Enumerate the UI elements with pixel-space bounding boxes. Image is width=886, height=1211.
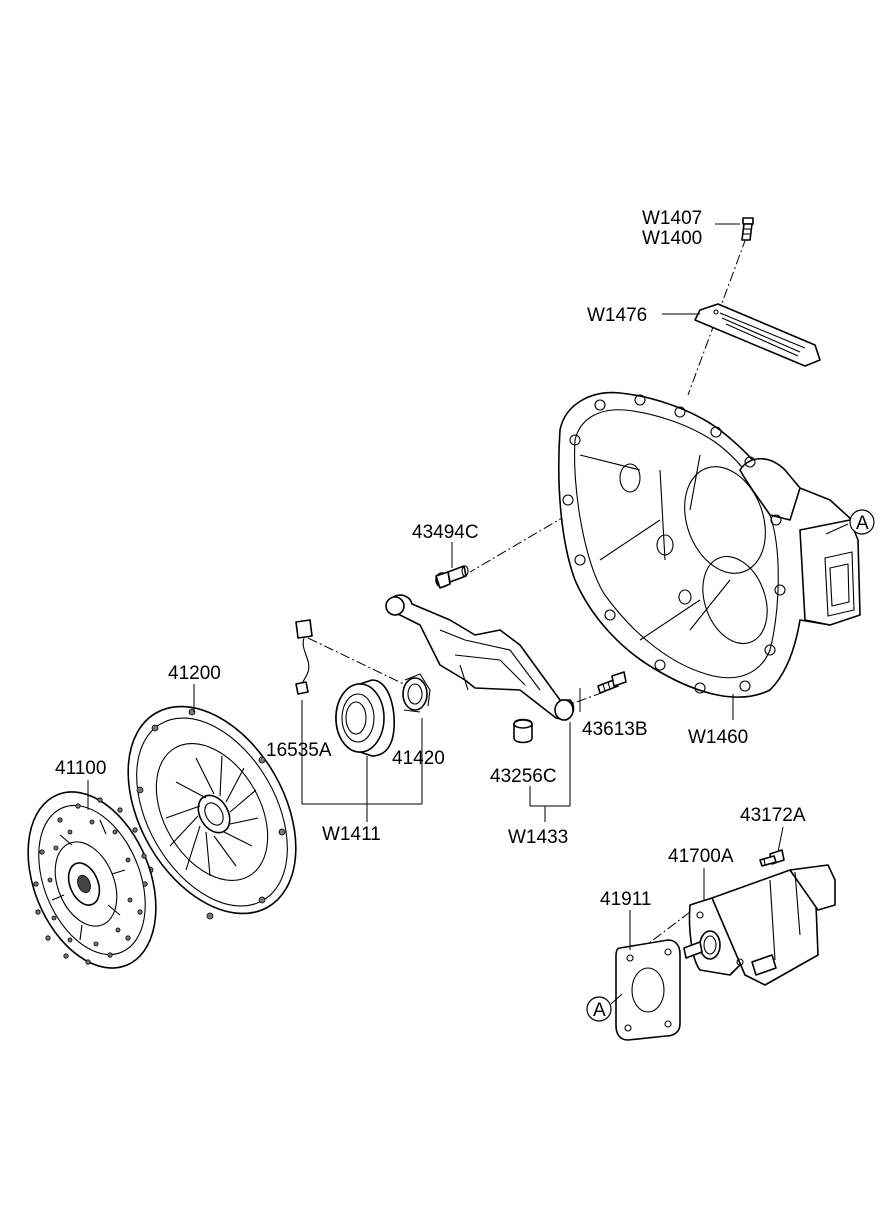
pivot-pin-43494c-part [435,565,469,589]
label-43494c: 43494C [412,522,479,543]
label-41420: 41420 [392,748,445,769]
reference-label-a-top: A [856,513,869,534]
label-w1411: W1411 [322,824,381,845]
label-43172a: 43172A [740,805,806,826]
clutch-switch-16535a-part [295,619,313,695]
clutch-housing-w1460-part [557,391,861,698]
label-43613b: 43613B [582,719,648,740]
bolt-43613b-part [597,671,627,694]
reference-circle-bottom [586,996,612,1022]
label-41200: 41200 [168,663,221,684]
label-w1407: W1407 [642,208,702,229]
label-41911: 41911 [600,889,651,910]
retaining-clip-41420-part [402,673,431,713]
reference-circle-top [849,509,875,535]
release-fork-part [385,594,575,721]
label-w1476: W1476 [587,305,647,326]
label-43256c: 43256C [490,766,557,787]
label-41700a: 41700A [668,846,734,867]
clutch-disc-41100-part [27,791,157,969]
label-w1433: W1433 [508,827,568,848]
cover-plate-w1476-part [694,303,821,367]
gasket-plate-41911-part [615,939,681,1041]
actuator-cylinder-41700a-part [683,864,836,986]
label-16535a: 16535A [266,740,332,761]
label-w1400: W1400 [642,228,702,249]
bolt-w1400-part [741,217,754,241]
pressure-plate-41200-part [127,705,297,920]
release-bearing-part [335,679,395,757]
label-w1460: W1460 [688,727,748,748]
bolt-43172a-part [759,849,785,867]
leader-lines [87,223,849,1005]
reference-label-a-bottom: A [593,1000,606,1021]
label-41100: 41100 [55,758,106,779]
bushing-43256c-part [513,718,533,744]
